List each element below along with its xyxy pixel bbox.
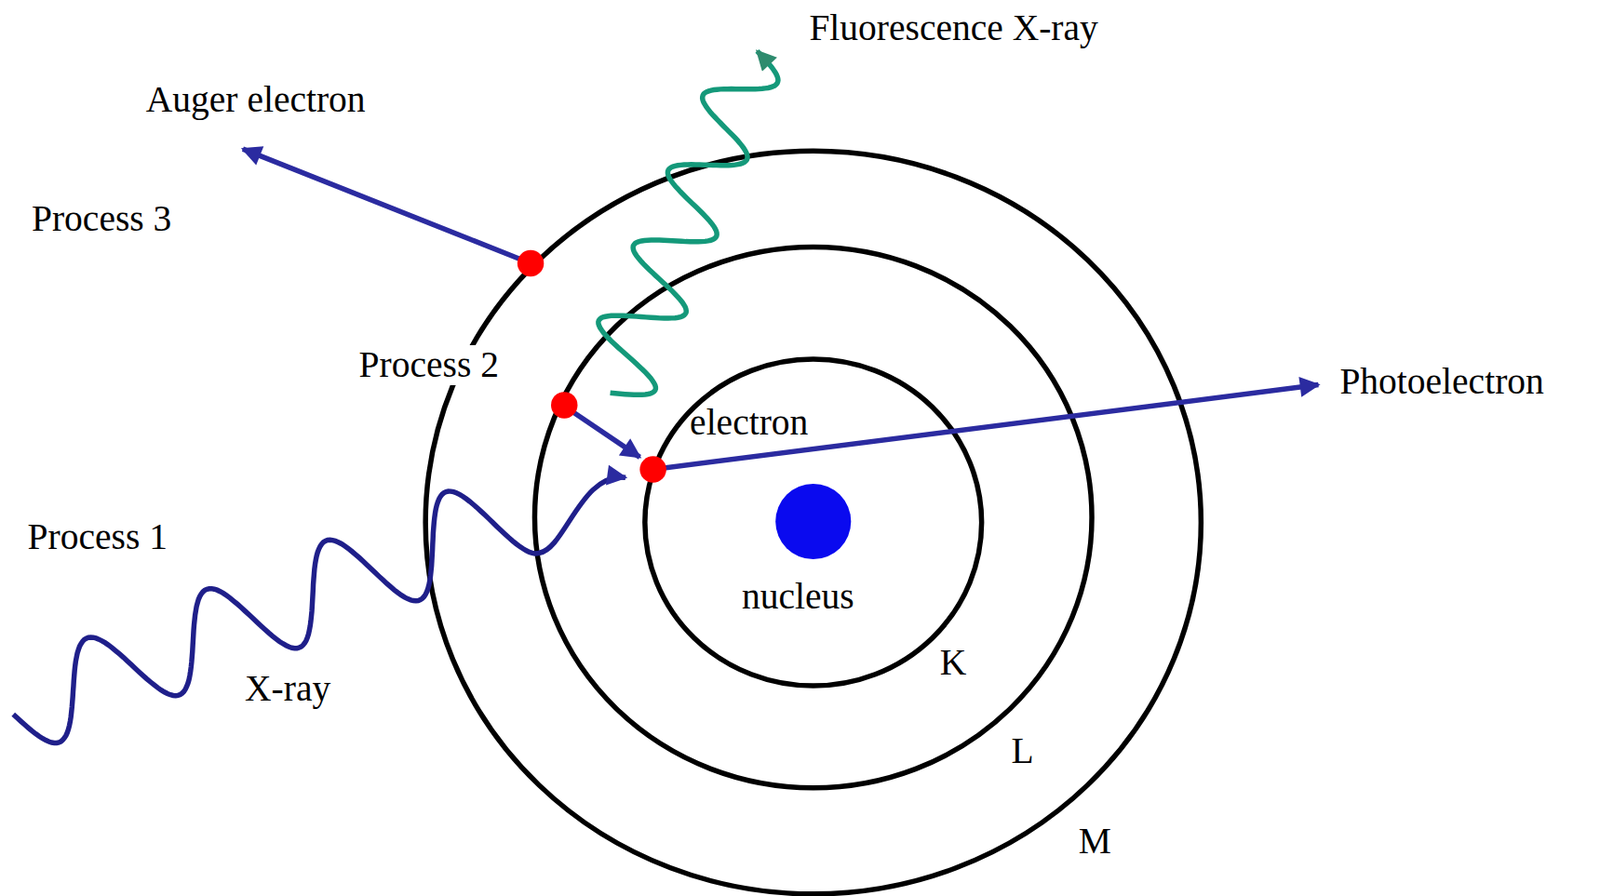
m-shell — [425, 150, 1201, 894]
process-label: Auger electron — [146, 80, 366, 121]
xray-wave — [13, 477, 626, 744]
nucleus-label: nucleus — [741, 577, 855, 618]
photoelectron-label: Photoelectron — [1339, 362, 1544, 403]
process-label: Fluorescence X-ray — [808, 8, 1098, 49]
photoelectron-arrow — [653, 384, 1319, 470]
electron-label: electron — [689, 403, 808, 444]
xray-label: X-ray — [244, 669, 331, 710]
electron-dot — [551, 391, 579, 419]
process-label: Process 1 — [27, 517, 168, 558]
shell-label: M — [1078, 821, 1112, 862]
electron-dot — [517, 250, 545, 278]
transition-arrow — [564, 406, 640, 458]
process-label: Process 3 — [31, 199, 172, 240]
fluorescence-wave — [598, 51, 779, 395]
auger-arrow — [242, 148, 531, 264]
nucleus-dot — [775, 484, 851, 560]
k-shell — [645, 359, 982, 686]
electron-dot — [639, 456, 667, 484]
process-label: Process 2 — [356, 345, 502, 386]
shell-label: K — [940, 643, 968, 684]
l-shell — [534, 246, 1092, 788]
shell-label: L — [1010, 731, 1034, 772]
